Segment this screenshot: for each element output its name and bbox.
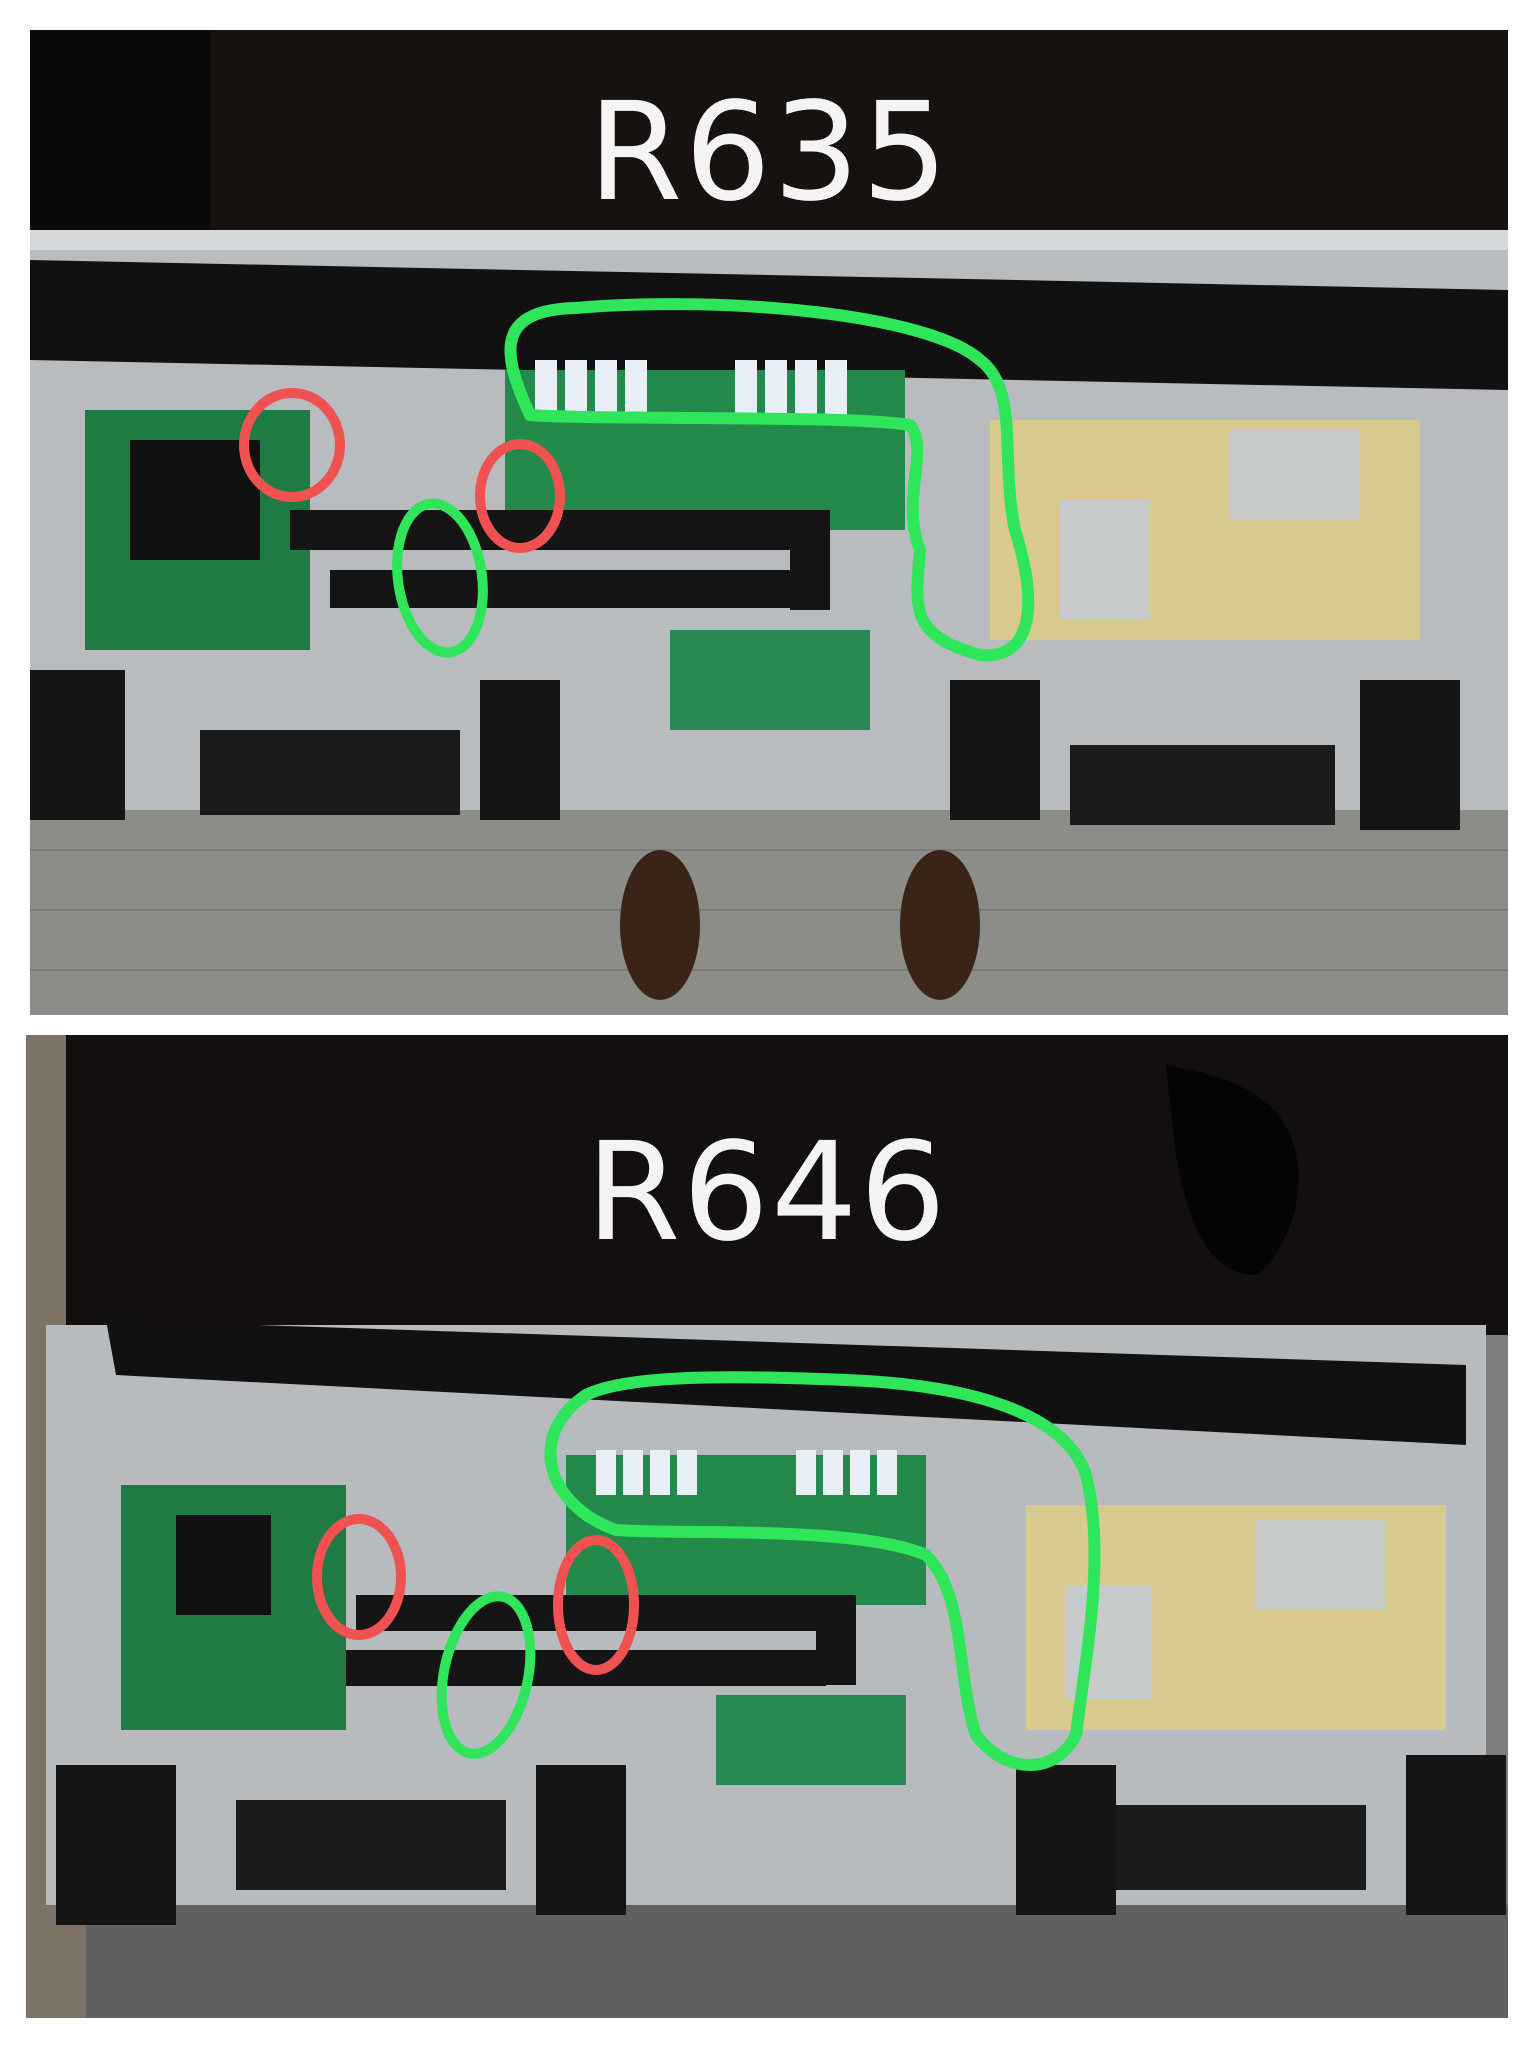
red-circle-main-connector [239,388,345,502]
model-label-bottom: R646 [585,1114,949,1272]
photo-bottom-tv-internals: R646 [26,1035,1508,2018]
green-circle-ribbon [392,498,488,658]
red-circle-driver-connector [475,439,565,553]
bottom-photo-scene [26,1035,1508,2018]
red-circle-main-connector [312,1514,406,1640]
green-circle-ribbon [436,1591,536,1759]
top-photo-scene [30,30,1508,1015]
photo-top-tv-internals: R635 [30,30,1508,1015]
tcon-board [670,630,870,730]
model-label-top: R635 [587,74,951,232]
green-outline-led-driver [504,298,1035,662]
green-outline-led-driver [544,1371,1101,1771]
red-circle-driver-connector [553,1535,639,1675]
